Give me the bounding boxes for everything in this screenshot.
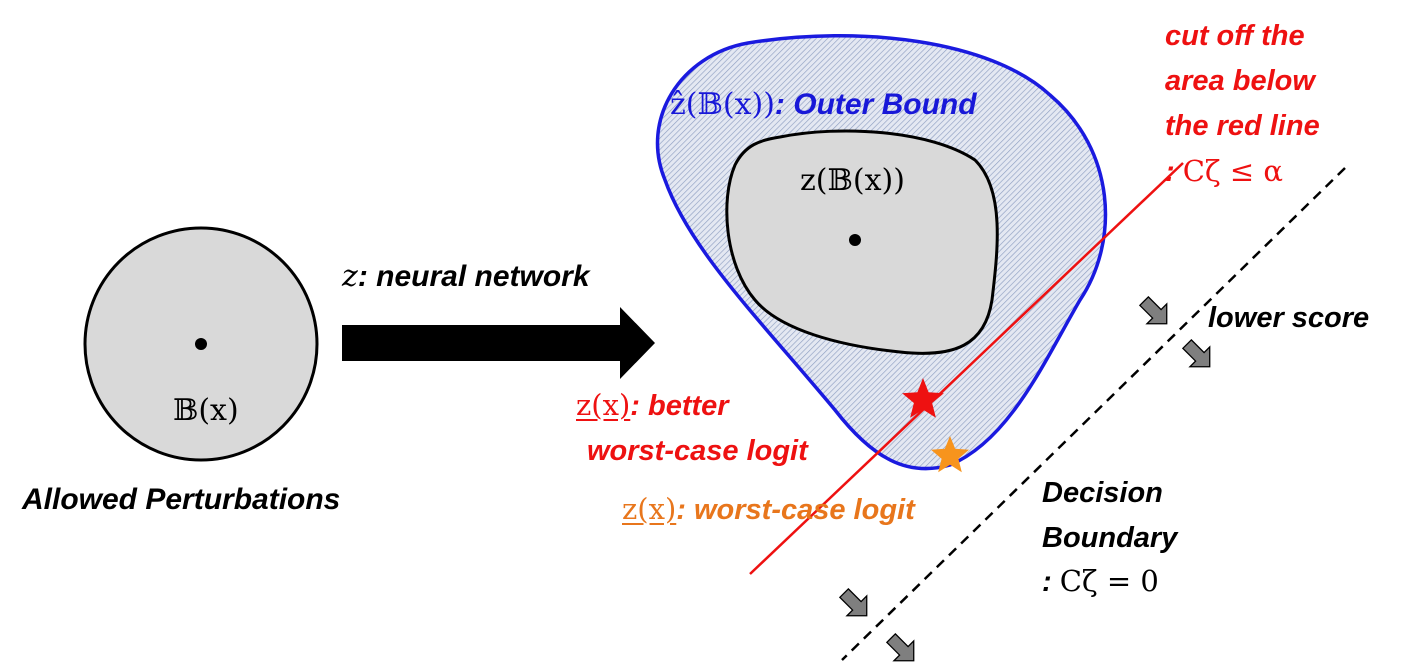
- cut-annotation-line-1: cut off the: [1165, 20, 1305, 52]
- cut-constraint: : Cζ ≤ α: [1165, 154, 1283, 188]
- lower-score-label: lower score: [1208, 302, 1370, 334]
- cut-annotation-line-2: area below: [1165, 65, 1315, 97]
- inner-region-label: z(𝔹(x)): [800, 163, 905, 198]
- worst-logit-star: [931, 436, 969, 473]
- score-arrow-icon: [1181, 338, 1211, 368]
- decision-boundary-constraint: : Cζ = 0: [1042, 564, 1159, 598]
- score-arrow-icon: [885, 632, 915, 662]
- better-logit-label: z(x): better: [576, 388, 729, 422]
- decision-boundary-line: [841, 167, 1346, 661]
- cut-annotation-line-3: the red line: [1165, 110, 1320, 142]
- center-point: [849, 234, 861, 246]
- better-logit-star: [902, 378, 944, 418]
- score-arrow-icon: [1138, 295, 1168, 325]
- decision-boundary-line-2: Boundary: [1042, 522, 1178, 554]
- reachable-set-region: [725, 129, 999, 355]
- decision-boundary-line-1: Decision: [1042, 477, 1163, 509]
- allowed-perturbations-caption: Allowed Perturbations: [22, 483, 341, 516]
- input-region-label: 𝔹(x): [173, 393, 239, 428]
- network-arrow: [342, 307, 655, 379]
- cut-line: [749, 162, 1184, 575]
- input-point: [195, 338, 207, 350]
- score-arrow-icon: [838, 587, 868, 617]
- outer-bound-label: ẑ(𝔹(x)): Outer Bound: [670, 87, 977, 122]
- network-label: z: neural network: [342, 259, 590, 294]
- worst-logit-label: z(x): worst-case logit: [622, 492, 915, 526]
- better-logit-label-line-2: worst-case logit: [587, 435, 808, 467]
